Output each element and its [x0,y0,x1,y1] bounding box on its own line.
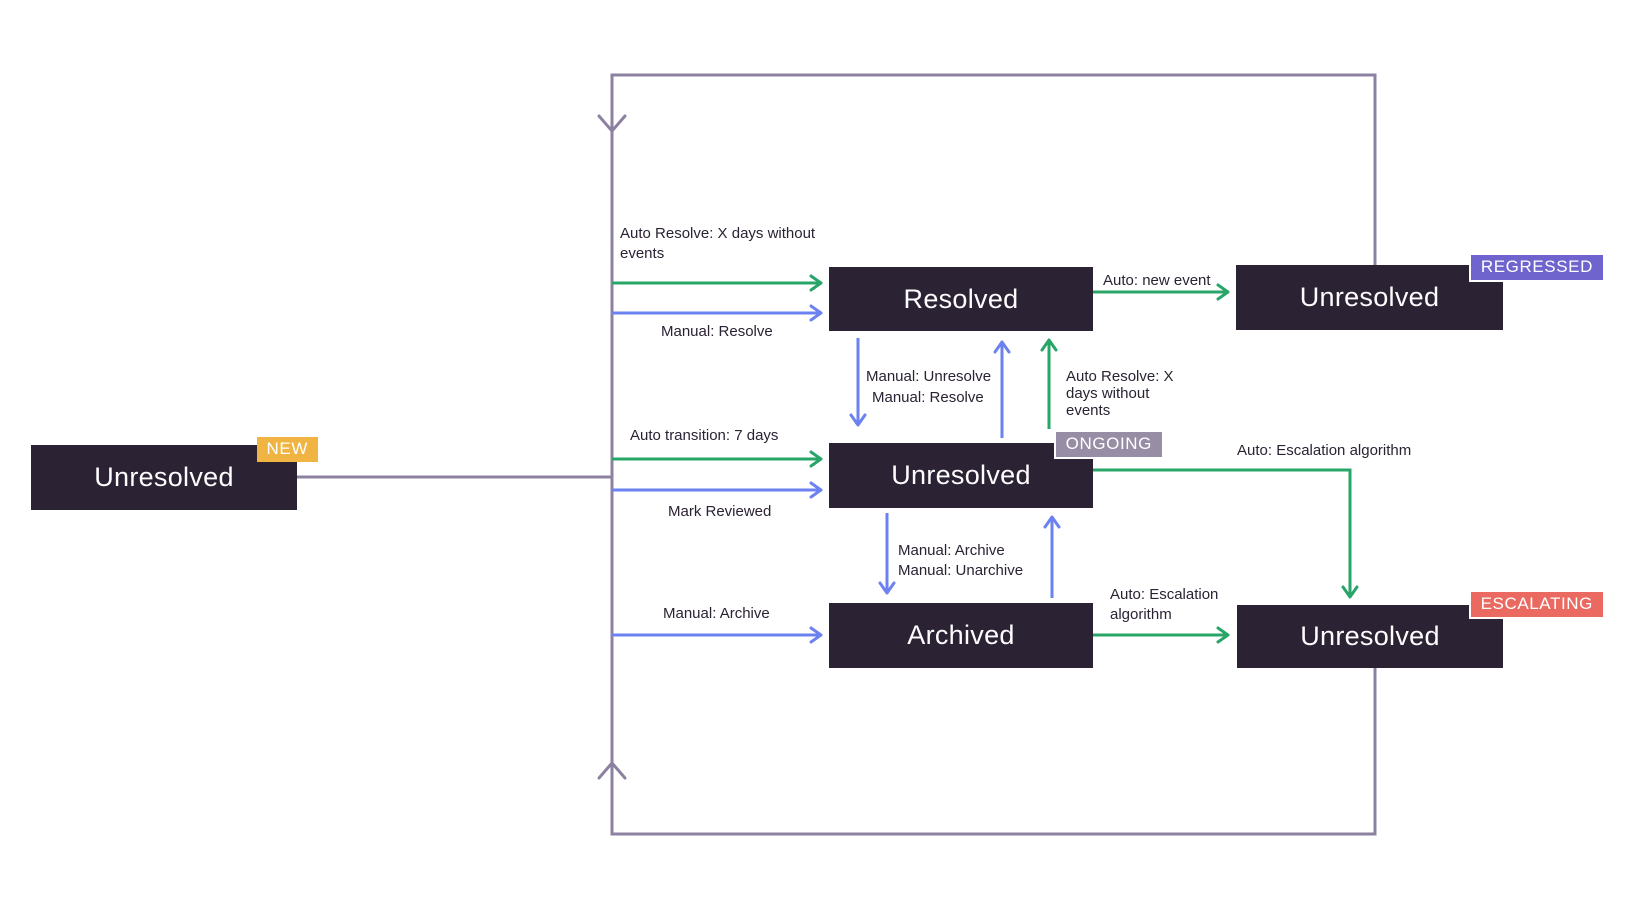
state-node-resolved: Resolved [829,267,1093,331]
label-auto-new-event: Auto: new event [1103,272,1211,289]
status-badge-ongoing: ONGOING [1055,432,1162,457]
state-node-archived: Archived [829,603,1093,668]
state-label: Unresolved [94,462,234,492]
label-manual-resolve-from-new: Manual: Resolve [661,323,773,340]
status-badge-escalating: ESCALATING [1470,592,1603,617]
label-auto-escalation-from-archived: Auto: Escalation algorithm [1110,586,1219,623]
loop-chevron-down-icon [597,114,627,133]
status-badge-new: NEW [256,437,318,462]
label-auto-resolve-from-ongoing: Auto Resolve: X days without events [1066,368,1174,419]
loop-chevron-up-icon [597,761,627,780]
state-label: Resolved [903,283,1019,314]
state-node-unresolved-new: Unresolved NEW [31,437,318,510]
state-label: Unresolved [891,460,1031,490]
state-node-unresolved-ongoing: Unresolved ONGOING [829,432,1162,508]
label-manual-unresolve: Manual: Unresolve [866,368,992,385]
status-badge-regressed: REGRESSED [1470,255,1603,280]
label-auto-escalation-from-ongoing: Auto: Escalation algorithm [1237,442,1412,459]
state-node-unresolved-regressed: Unresolved REGRESSED [1236,255,1603,330]
state-label: Unresolved [1299,282,1440,312]
loop-line [610,73,1377,836]
label-manual-resolve-from-ongoing: Manual: Resolve [872,389,984,406]
state-label: Unresolved [1300,621,1440,651]
arrow-auto-escalation-from-ongoing [1093,468,1359,599]
label-auto-transition-7-days: Auto transition: 7 days [630,427,779,444]
state-label: Archived [907,620,1015,650]
label-auto-resolve-from-new: Auto Resolve: X days without events [620,225,816,262]
label-mark-reviewed: Mark Reviewed [668,503,772,520]
label-manual-archive-from-new: Manual: Archive [663,605,770,622]
state-node-unresolved-escalating: Unresolved ESCALATING [1237,592,1603,668]
label-manual-archive-unarchive: Manual: Archive Manual: Unarchive [898,542,1024,579]
